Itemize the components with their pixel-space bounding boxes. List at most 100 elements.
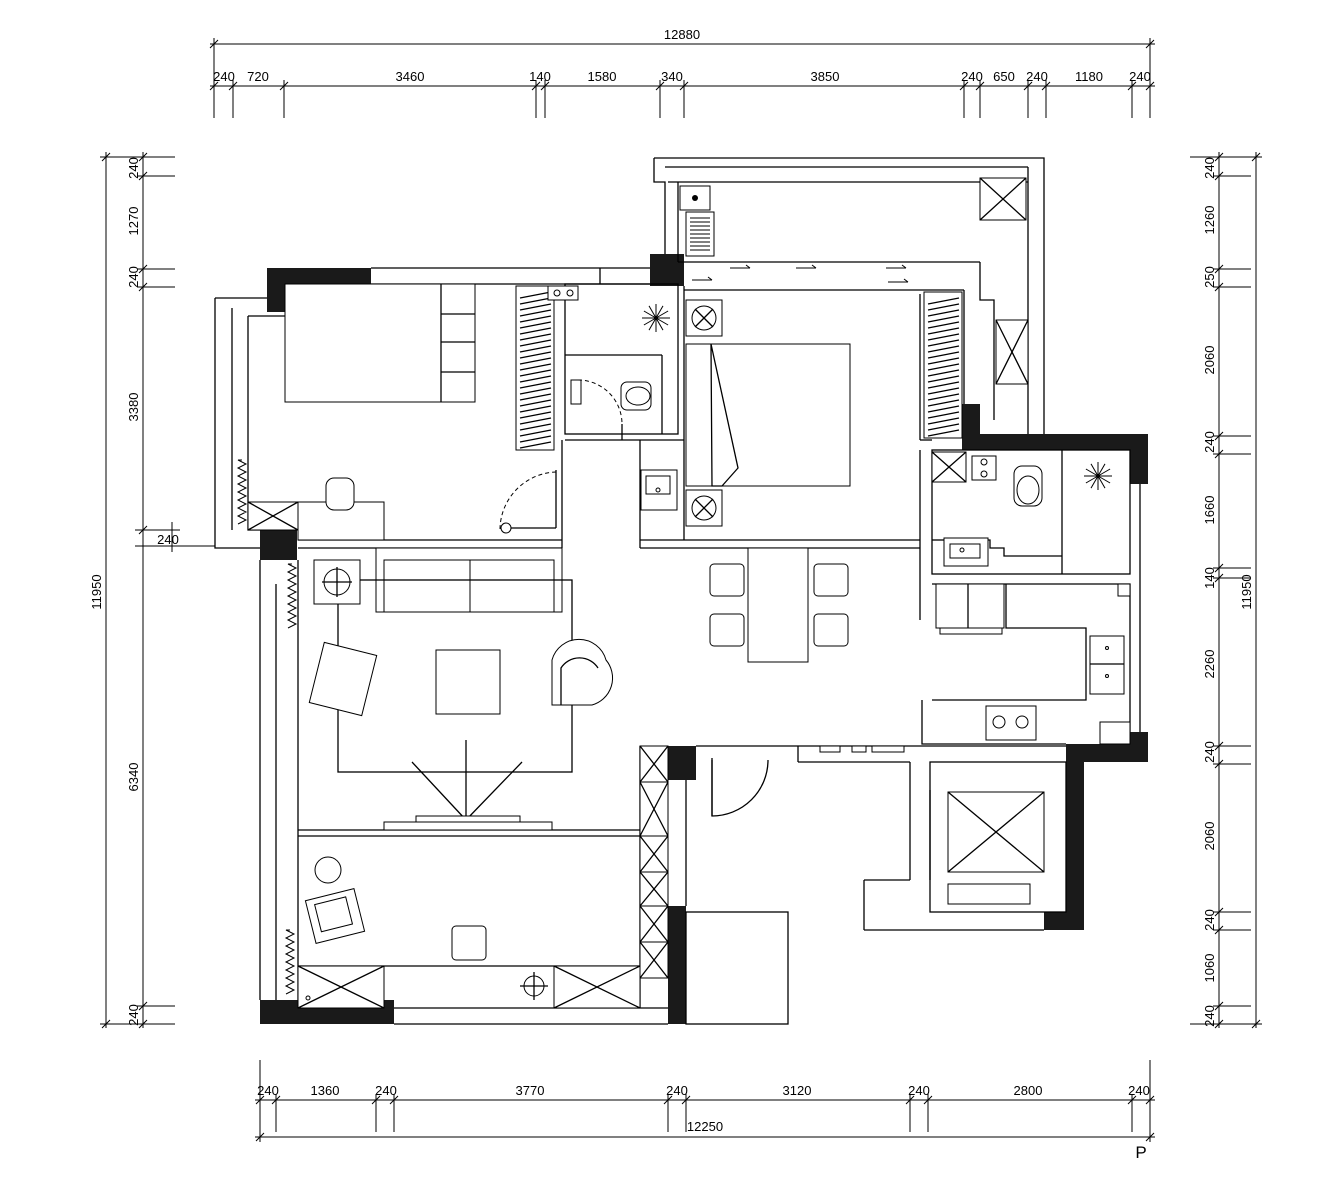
bottom-dim-8: 2800 bbox=[1014, 1083, 1043, 1098]
hanger-line bbox=[519, 405, 552, 413]
shower-ray bbox=[648, 317, 657, 331]
bottom-dim-6: 3120 bbox=[783, 1083, 812, 1098]
shower-ray bbox=[1090, 475, 1099, 489]
top-dim-5: 1580 bbox=[588, 69, 617, 84]
curtain bbox=[284, 929, 296, 995]
cabinet-cross bbox=[639, 871, 669, 907]
dim-tick-slash bbox=[1145, 81, 1155, 91]
left-dimension-chain: 11950 240 1270 240 3380 6340 240 240 bbox=[89, 152, 215, 1029]
dim-tick-slash bbox=[905, 1095, 915, 1105]
dim-tick-slash bbox=[663, 1095, 673, 1105]
shower-ray bbox=[1085, 475, 1099, 484]
hanger-line bbox=[519, 375, 552, 383]
dim-tick-slash bbox=[138, 152, 148, 162]
hanger-line bbox=[927, 345, 960, 353]
shower-ray bbox=[655, 305, 664, 319]
dim-tick-slash bbox=[1214, 925, 1224, 935]
right-dim-13: 240 bbox=[1202, 1005, 1217, 1027]
coffee-table bbox=[435, 649, 501, 715]
floor-lamp bbox=[314, 856, 342, 884]
hanger-line bbox=[519, 333, 552, 341]
bottom-dim-1: 240 bbox=[257, 1083, 279, 1098]
right-dim-10: 2060 bbox=[1202, 822, 1217, 851]
bottom-dim-9: 240 bbox=[1128, 1083, 1150, 1098]
left-dim-6: 6340 bbox=[126, 763, 141, 792]
hanger-line bbox=[927, 423, 960, 431]
dim-tick-slash bbox=[1214, 759, 1224, 769]
tv-cabinet bbox=[383, 821, 553, 831]
left-dim-7: 240 bbox=[126, 1004, 141, 1026]
hanger-line bbox=[519, 345, 552, 353]
bottom-dim-2: 1360 bbox=[311, 1083, 340, 1098]
dim-tick-slash bbox=[1023, 81, 1033, 91]
bed-1 bbox=[284, 283, 476, 403]
top-dim-6: 340 bbox=[661, 69, 683, 84]
bottom-dimension-chain: 240 1360 240 3770 240 3120 240 2800 240 … bbox=[255, 1060, 1155, 1162]
dim-tick-slash bbox=[1214, 171, 1224, 181]
shower-ray bbox=[1085, 468, 1099, 477]
hanger-line bbox=[519, 381, 552, 389]
shower-ray bbox=[655, 317, 664, 331]
right-dim-2: 1260 bbox=[1202, 206, 1217, 235]
shower-ray bbox=[1097, 468, 1111, 477]
left-dim-1: 240 bbox=[126, 157, 141, 179]
fridge bbox=[935, 583, 1005, 629]
dim-tick-slash bbox=[138, 264, 148, 274]
shower-1 bbox=[642, 304, 670, 332]
top-dim-11: 1180 bbox=[1075, 69, 1103, 84]
shower-ray bbox=[655, 317, 669, 326]
cabinet-cross bbox=[639, 745, 669, 783]
dim-tick-slash bbox=[1214, 264, 1224, 274]
chair-1 bbox=[325, 477, 355, 511]
hanger-line bbox=[519, 411, 552, 419]
right-dim-5: 240 bbox=[1202, 431, 1217, 453]
dining-chair bbox=[709, 563, 745, 597]
hanger-line bbox=[519, 303, 552, 311]
shower-ray bbox=[643, 317, 657, 326]
top-dim-10: 240 bbox=[1026, 69, 1048, 84]
dim-tick-slash bbox=[1127, 1095, 1137, 1105]
dim-tick-slash bbox=[138, 1001, 148, 1011]
hanger-line bbox=[519, 423, 552, 431]
hanger-line bbox=[519, 321, 552, 329]
hanger-line bbox=[519, 369, 552, 377]
hanger-line bbox=[519, 435, 552, 443]
dim-tick-slash bbox=[138, 1019, 148, 1029]
dim-tick-slash bbox=[531, 81, 541, 91]
bottom-dim-4: 3770 bbox=[516, 1083, 545, 1098]
dim-tick-slash bbox=[655, 81, 665, 91]
left-dim-3: 240 bbox=[126, 266, 141, 288]
hanger-line bbox=[519, 291, 552, 299]
shower-ray bbox=[648, 305, 657, 319]
top-total-label: 12880 bbox=[664, 27, 700, 42]
hanger-line bbox=[519, 327, 552, 335]
shower-ray bbox=[643, 310, 657, 319]
kitchen-sink bbox=[1089, 635, 1125, 695]
dim-tick-slash bbox=[681, 1095, 691, 1105]
hanger-line bbox=[927, 393, 960, 401]
right-total-label: 11950 bbox=[1239, 574, 1254, 609]
top-dimension-chain: 12880 240 720 3460 140 1580 340 3850 240… bbox=[209, 27, 1155, 118]
armchair bbox=[308, 641, 378, 717]
dining-table bbox=[747, 547, 809, 663]
dim-tick-slash bbox=[389, 1095, 399, 1105]
hanger-line bbox=[927, 405, 960, 413]
hanger-line bbox=[927, 303, 960, 311]
right-dim-4: 2060 bbox=[1202, 346, 1217, 375]
shower-ray bbox=[1097, 463, 1106, 477]
slide-mark bbox=[707, 276, 713, 281]
corner-mark: P bbox=[1135, 1143, 1146, 1162]
master-bed bbox=[685, 343, 851, 487]
slide-mark bbox=[745, 264, 751, 269]
hanger-line bbox=[519, 387, 552, 395]
hanger-line bbox=[927, 339, 960, 347]
right-dim-6: 1660 bbox=[1202, 496, 1217, 525]
left-dim-5: 240 bbox=[157, 532, 179, 547]
cabinet-cross bbox=[639, 781, 669, 837]
hanger-line bbox=[927, 315, 960, 323]
dim-tick-slash bbox=[1214, 563, 1224, 573]
hanger-line bbox=[927, 375, 960, 383]
top-dim-2: 720 bbox=[247, 69, 269, 84]
curtain bbox=[286, 563, 298, 629]
